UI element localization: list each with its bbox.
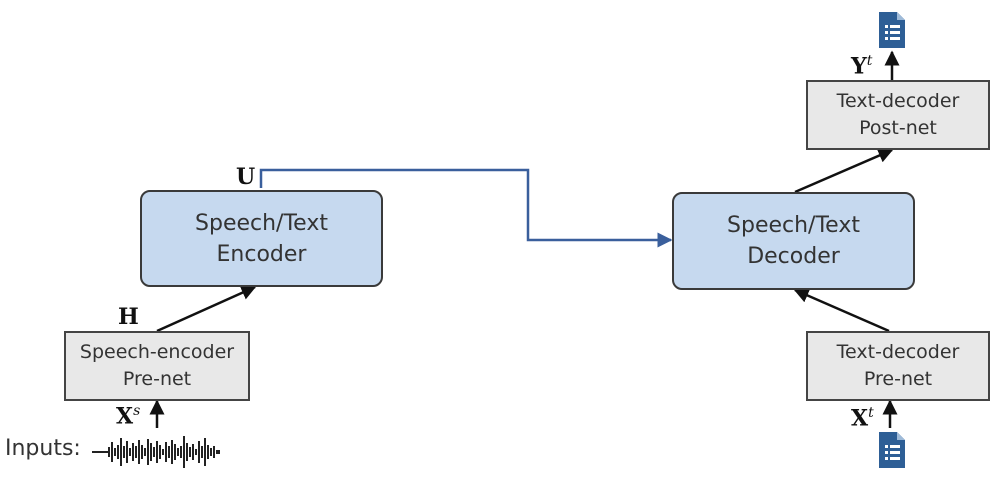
encoder-line1: Speech/Text xyxy=(195,210,328,236)
xs-base: X xyxy=(116,403,134,430)
decoder-line2: Decoder xyxy=(747,244,840,269)
waveform-icon xyxy=(92,436,220,468)
u-connector-arrow xyxy=(259,168,673,248)
yt-base: Y xyxy=(851,53,867,80)
speech-prenet-line2: Pre-net xyxy=(122,368,192,390)
h-symbol: H xyxy=(118,304,139,330)
u-symbol: U xyxy=(236,164,256,190)
speech-encoder-prenet-block: Speech-encoder Pre-net xyxy=(64,331,250,401)
decoder-to-postnet-arrow xyxy=(794,148,894,194)
text-prenet-line1: Text-decoder xyxy=(836,341,960,363)
encoder-line2: Encoder xyxy=(216,241,307,267)
xt-symbol: Xt xyxy=(851,406,874,429)
text-decoder-prenet-block: Text-decoder Pre-net xyxy=(806,331,990,401)
xt-base: X xyxy=(851,405,869,432)
yt-sup: t xyxy=(866,53,873,69)
speech-text-encoder-block: Speech/Text Encoder xyxy=(140,190,383,287)
xs-sup: s xyxy=(133,403,141,419)
text-prenet-line2: Pre-net xyxy=(863,368,933,390)
text-decoder-postnet-block: Text-decoder Post-net xyxy=(806,80,990,150)
h-arrow xyxy=(156,285,257,333)
output-document-icon xyxy=(879,12,905,48)
xs-symbol: Xs xyxy=(116,404,140,427)
decoder-line1: Speech/Text xyxy=(727,213,860,238)
input-document-icon xyxy=(879,432,905,468)
text-prenet-to-decoder-arrow xyxy=(793,288,890,333)
inputs-label: Inputs: xyxy=(5,436,81,461)
speech-text-decoder-block: Speech/Text Decoder xyxy=(672,192,915,290)
text-postnet-line1: Text-decoder xyxy=(836,90,960,112)
speech-prenet-line1: Speech-encoder xyxy=(79,341,235,363)
xt-sup: t xyxy=(868,405,874,421)
text-postnet-line2: Post-net xyxy=(859,117,937,139)
yt-symbol: Yt xyxy=(851,54,872,77)
